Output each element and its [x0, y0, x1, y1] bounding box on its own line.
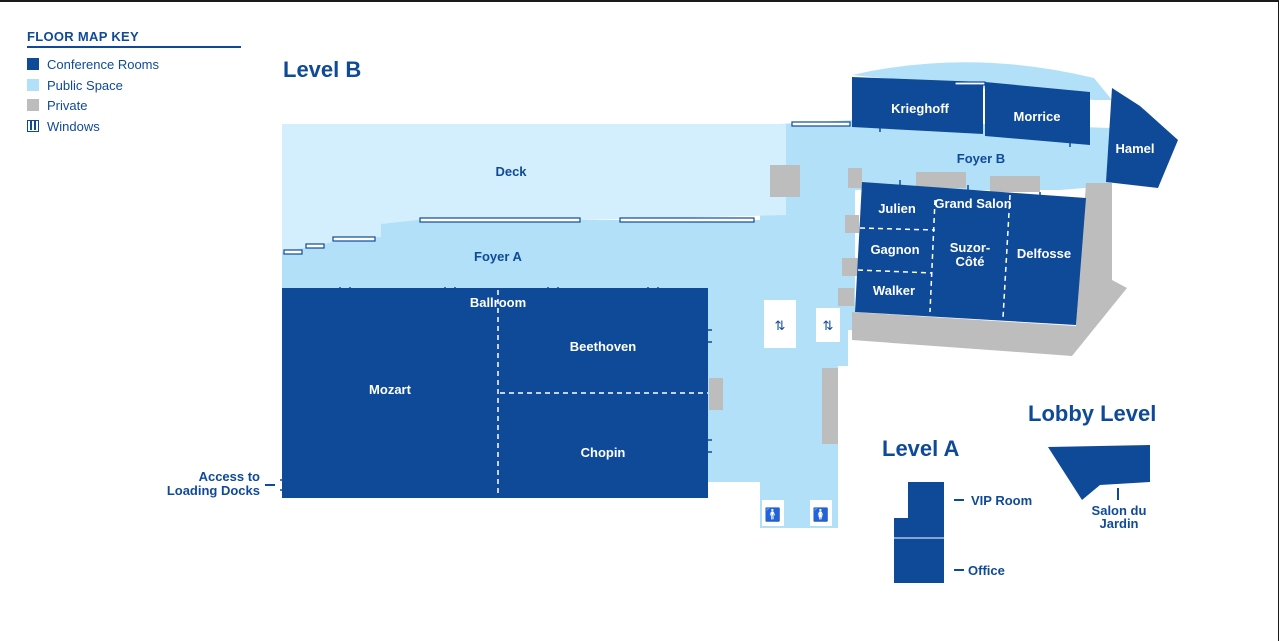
morrice-room [985, 82, 1090, 145]
deck-label: Deck [495, 164, 527, 179]
krieghoff-label: Krieghoff [891, 101, 949, 116]
julien-label: Julien [878, 201, 916, 216]
ballroom-label: Ballroom [470, 295, 526, 310]
level-a-title: Level A [882, 436, 960, 461]
stairs-box [816, 308, 840, 342]
salon-divider [859, 227, 936, 231]
gagnon-label: Gagnon [870, 242, 919, 257]
key-item-label: Private [47, 98, 88, 113]
lobby-level-title: Lobby Level [1028, 401, 1157, 426]
stairs-icon: ⇅ [775, 318, 786, 333]
salon-divider [1002, 194, 1011, 319]
deck-area [282, 124, 786, 252]
morrice-label: Morrice [1014, 109, 1061, 124]
stairs-box [764, 300, 796, 348]
foyer-b-label: Foyer B [957, 151, 1005, 166]
private-area [845, 215, 859, 233]
krieghoff-room [852, 77, 983, 134]
restroom-men [762, 500, 784, 526]
restroom-women-icon: 🚺 [813, 507, 829, 522]
hamel-label: Hamel [1115, 141, 1154, 156]
level-a-block [894, 482, 944, 583]
private-area [848, 168, 862, 188]
private-area [990, 176, 1040, 192]
door-ticks [280, 125, 1071, 491]
salon-divider [929, 199, 936, 313]
restroom-women [810, 500, 832, 526]
vip-room-label: VIP Room [971, 493, 1032, 508]
private-area [770, 165, 800, 197]
loading-docks-label-1: Access to [199, 469, 260, 484]
key-item-label: Conference Rooms [47, 57, 159, 72]
hamel-room [1106, 88, 1178, 188]
windows-icon [27, 120, 39, 132]
restroom-men-icon: 🚹 [765, 507, 781, 522]
private-area [709, 378, 723, 410]
key-item-label: Public Space [47, 78, 123, 93]
key-item-label: Windows [47, 119, 100, 134]
chopin-label: Chopin [581, 445, 626, 460]
suzor-cote-label-1: Suzor- [950, 240, 990, 255]
floor-map-key-title: FLOOR MAP KEY [27, 29, 140, 44]
beethoven-label: Beethoven [570, 339, 637, 354]
salon-du-jardin-block [1048, 445, 1150, 500]
grand-salon-label: Grand Salon [934, 196, 1011, 211]
public-swatch [27, 79, 39, 91]
walker-label: Walker [873, 283, 915, 298]
conference-swatch [27, 58, 39, 70]
mozart-label: Mozart [369, 382, 412, 397]
private-area-east [852, 183, 1127, 356]
key-divider [27, 46, 241, 48]
salon-block [855, 182, 1086, 325]
salon-divider [857, 269, 933, 274]
private-area [822, 368, 838, 444]
private-area [842, 258, 858, 276]
private-swatch [27, 99, 39, 111]
loading-docks-label-2: Loading Docks [167, 483, 260, 498]
foyer-a-label: Foyer A [474, 249, 523, 264]
private-area [838, 288, 854, 306]
salon-du-jardin-label-2: Jardin [1099, 516, 1138, 531]
delfosse-label: Delfosse [1017, 246, 1071, 261]
level-b-title: Level B [283, 57, 362, 82]
private-area [916, 172, 966, 188]
office-label: Office [968, 563, 1005, 578]
stairs-icon: ⇅ [823, 318, 834, 333]
suzor-cote-label-2: Côté [956, 254, 985, 269]
salon-du-jardin-label-1: Salon du [1092, 503, 1147, 518]
foyer-a-area [282, 190, 800, 288]
windows [283, 81, 986, 255]
